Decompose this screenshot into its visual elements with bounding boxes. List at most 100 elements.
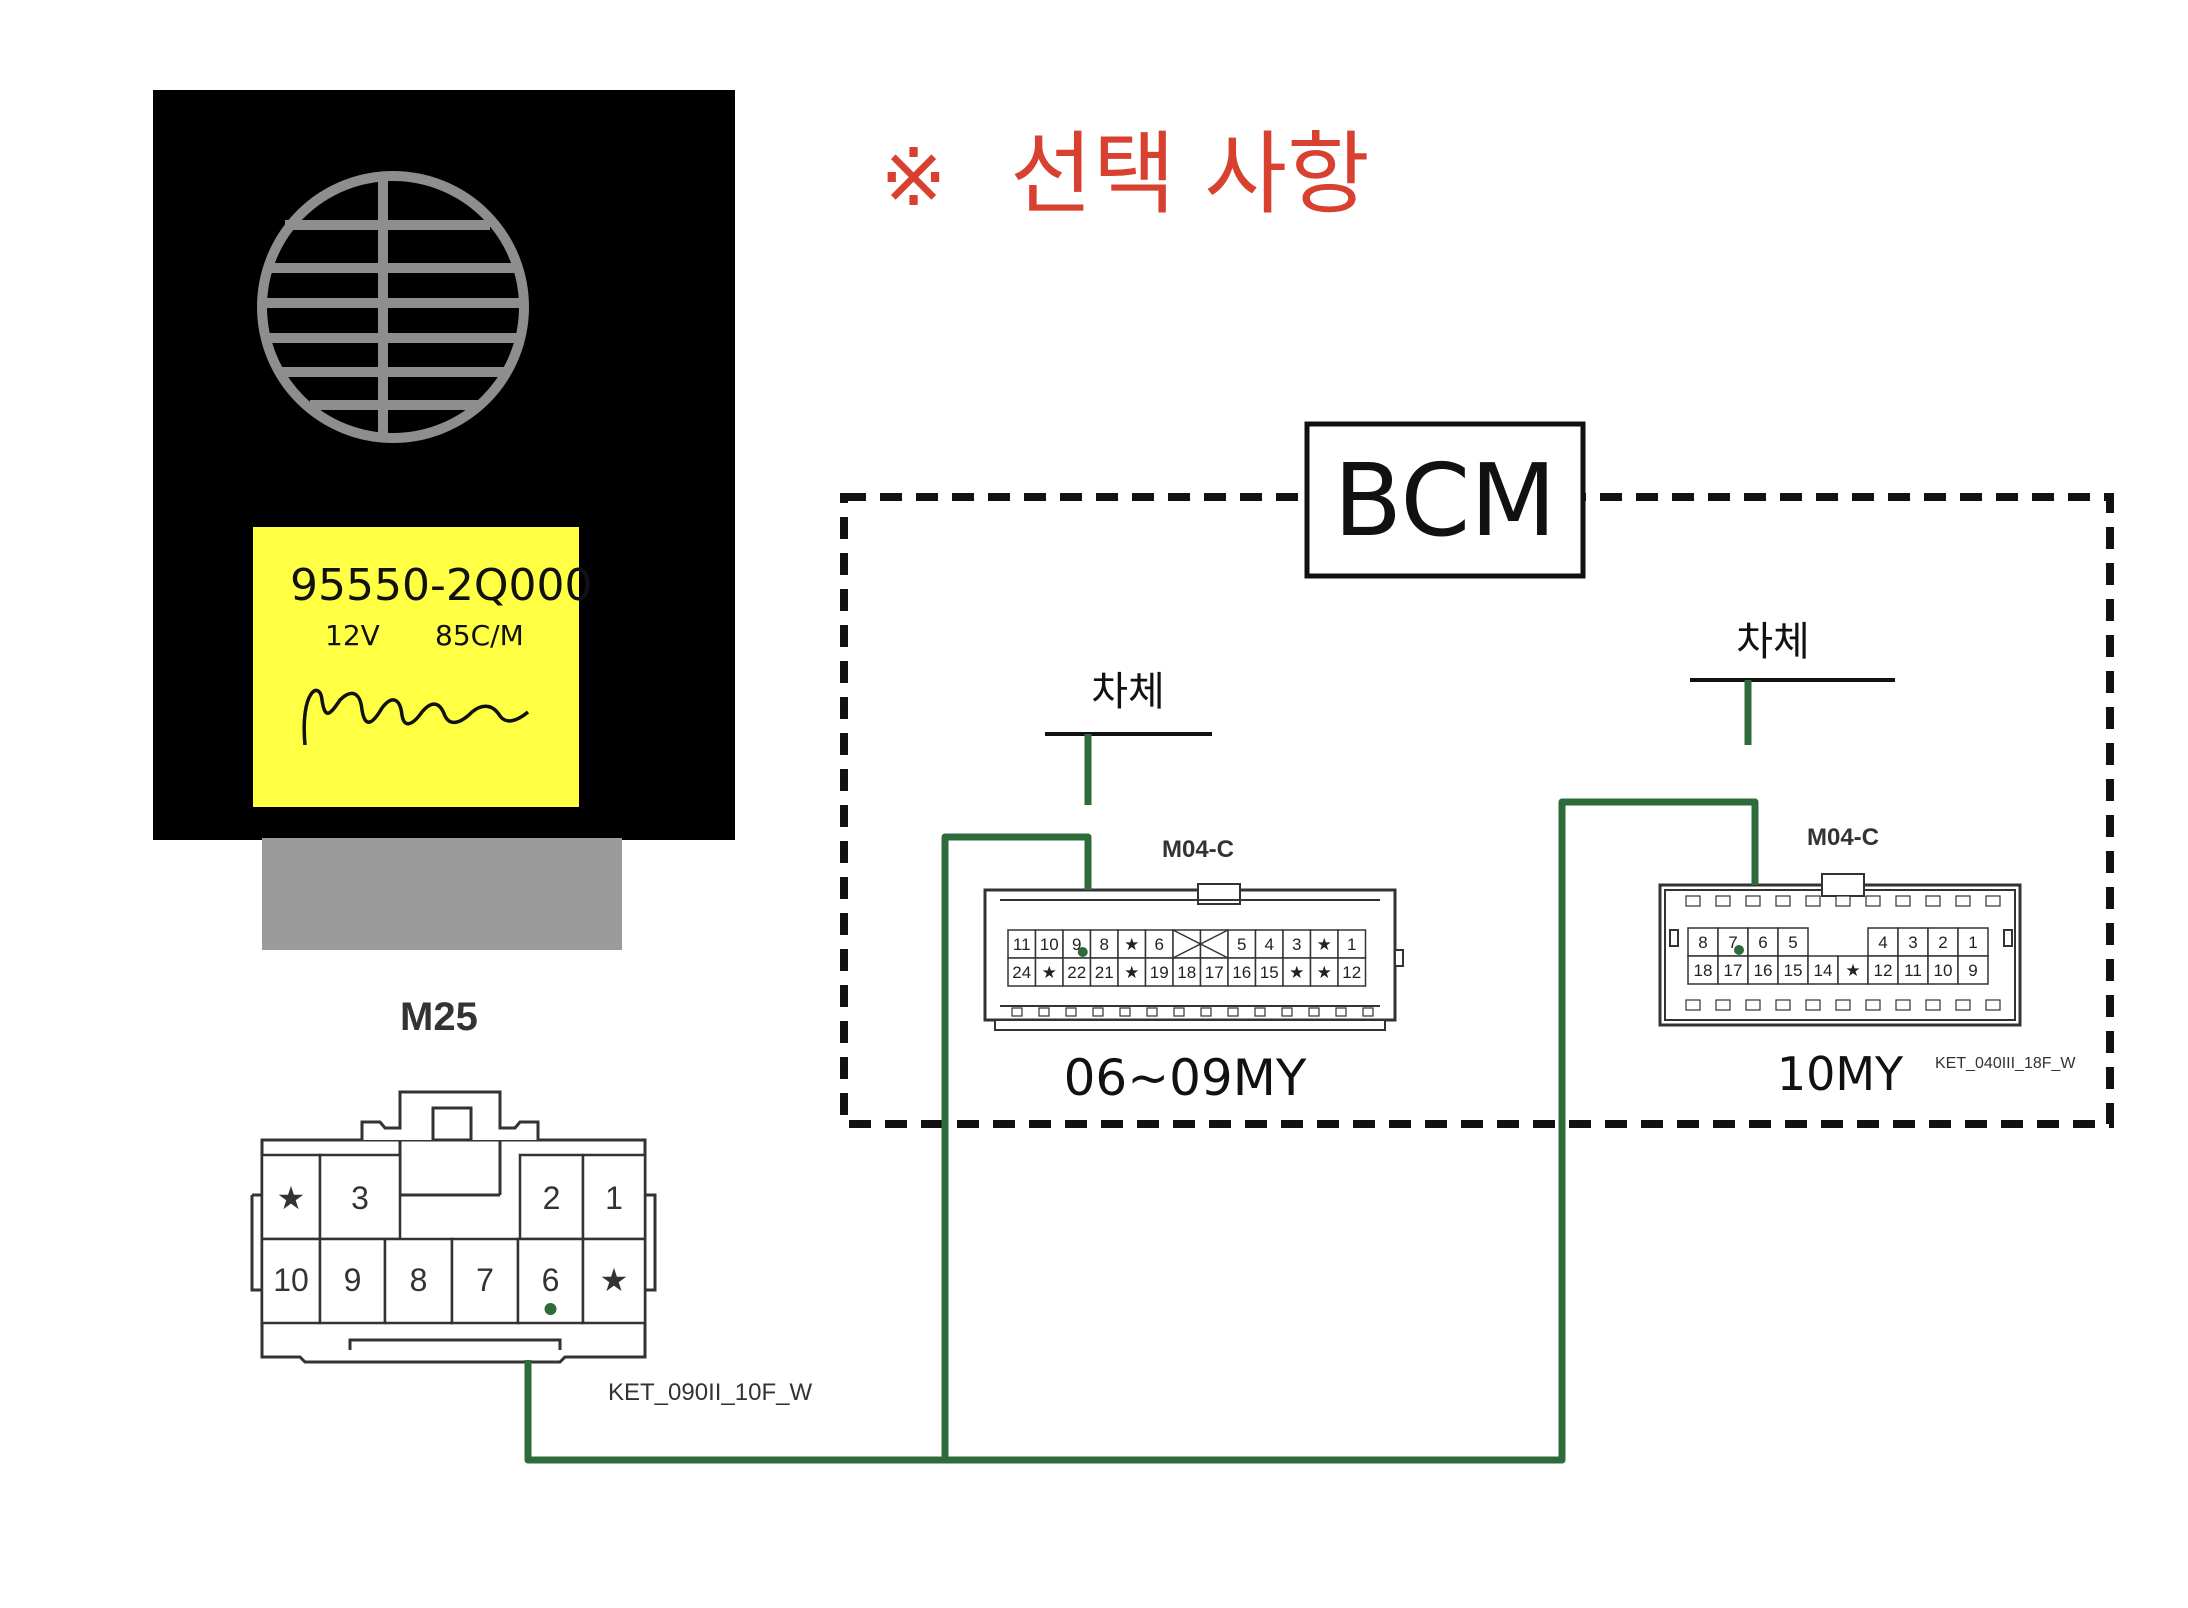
pin-cell <box>581 1153 647 1241</box>
pin-label: 9 <box>344 1262 362 1298</box>
active-pin-marker <box>544 1303 557 1315</box>
pin-cell <box>1777 955 1809 985</box>
pin-label: 10 <box>1934 961 1953 980</box>
active-pin-marker <box>1734 945 1744 955</box>
module: 95550-2Q000 12V 85C/M <box>153 90 735 950</box>
pin-label: 16 <box>1232 963 1251 982</box>
pin-label: 1 <box>605 1180 623 1216</box>
pin-cell <box>1837 955 1869 985</box>
pin-cell <box>1867 927 1899 957</box>
pin-label: 19 <box>1150 963 1169 982</box>
pin-label: 15 <box>1260 963 1279 982</box>
pin-label: 3 <box>1908 933 1917 952</box>
pin-cell <box>318 1237 387 1325</box>
pin-cell <box>581 1237 647 1325</box>
pin-label: 9 <box>1072 935 1081 954</box>
pin-label: ★ <box>1124 935 1139 954</box>
bcm-box: BCM <box>840 421 2114 1128</box>
pin-label: 2 <box>543 1180 561 1216</box>
title-mark: ※ <box>880 131 947 224</box>
module-base <box>262 838 622 950</box>
pin-cell <box>1144 957 1174 987</box>
model-year-right: 10MY <box>1777 1047 1904 1101</box>
pin-cell <box>260 1237 322 1325</box>
pin-label: 22 <box>1067 963 1086 982</box>
pin-label: ★ <box>1845 961 1860 980</box>
pin-label: ★ <box>1317 935 1332 954</box>
signature-icon <box>302 688 530 746</box>
m04c-left-name: M04-C <box>1162 836 1234 863</box>
title-text: 선택 사항 <box>1010 122 1370 227</box>
pin-label: 8 <box>1100 935 1109 954</box>
pin-label: ★ <box>1124 963 1139 982</box>
pin-label: ★ <box>277 1180 306 1216</box>
pin-label: 15 <box>1784 961 1803 980</box>
pin-label: 6 <box>1155 935 1164 954</box>
pin-cell <box>1747 955 1779 985</box>
m04c-right-name: M04-C <box>1807 824 1879 851</box>
pin-cell <box>1199 929 1229 959</box>
pin-label: 10 <box>273 1262 309 1298</box>
bcm-label: BCM <box>1334 442 1557 559</box>
voltage: 12V <box>325 619 380 652</box>
pin-label: ★ <box>1289 963 1304 982</box>
pin-cell <box>1957 955 1989 985</box>
pin-label: 7 <box>1728 933 1737 952</box>
pin-label: ★ <box>1317 963 1332 982</box>
m04c-right-type-code: KET_040III_18F_W <box>1935 1055 2076 1072</box>
pin-label: 4 <box>1265 935 1274 954</box>
wire-m25-to-left-bcm <box>524 833 1092 1464</box>
pin-label: 16 <box>1754 961 1773 980</box>
active-pin-marker <box>1077 947 1088 957</box>
pin-cell <box>1309 957 1339 987</box>
m25-name: M25 <box>400 995 478 1039</box>
pin-label: 3 <box>1292 935 1301 954</box>
pin-cell <box>450 1237 520 1325</box>
pin-label: 21 <box>1095 963 1114 982</box>
pin-cell <box>518 1153 585 1241</box>
pin-cell <box>1807 955 1839 985</box>
pin-label: 11 <box>1013 935 1031 954</box>
pin-label: 6 <box>542 1262 560 1298</box>
pin-label: 2 <box>1938 933 1947 952</box>
m25-type-code: KET_090II_10F_W <box>608 1379 812 1406</box>
pin-label: 17 <box>1724 961 1743 980</box>
bcm-label-box <box>1304 421 1586 579</box>
pin-cell <box>1007 929 1037 959</box>
pin-label: 9 <box>1968 961 1977 980</box>
pin-label: 8 <box>1698 933 1707 952</box>
pin-label: 11 <box>1904 961 1922 980</box>
pin-label: 6 <box>1758 933 1767 952</box>
pin-cell <box>1199 957 1229 987</box>
pin-label: 5 <box>1788 933 1797 952</box>
pin-label: ★ <box>1042 963 1057 982</box>
pin-cell <box>1337 957 1367 987</box>
pin-label: 4 <box>1878 933 1887 952</box>
pin-label: 18 <box>1177 963 1196 982</box>
wiring <box>524 680 1759 1464</box>
pin-cell <box>318 1153 402 1241</box>
pin-cell <box>1227 929 1257 959</box>
title: ※ 선택 사항 <box>880 122 1370 227</box>
spec: 85C/M <box>435 619 524 652</box>
pin-label: 1 <box>1968 933 1977 952</box>
pin-cell <box>1337 929 1367 959</box>
pin-label: 24 <box>1012 963 1031 982</box>
pin-label: 10 <box>1040 935 1059 954</box>
part-number: 95550-2Q000 <box>290 560 592 611</box>
pin-label: 7 <box>476 1262 494 1298</box>
pin-label: 14 <box>1814 961 1833 980</box>
pin-cell <box>1172 929 1202 959</box>
pin-label: 18 <box>1694 961 1713 980</box>
pin-label: 12 <box>1342 963 1361 982</box>
pin-cell <box>1867 955 1899 985</box>
pin-cell <box>1282 957 1312 987</box>
speaker-grille-icon <box>257 171 529 443</box>
pin-cell <box>1117 929 1147 959</box>
